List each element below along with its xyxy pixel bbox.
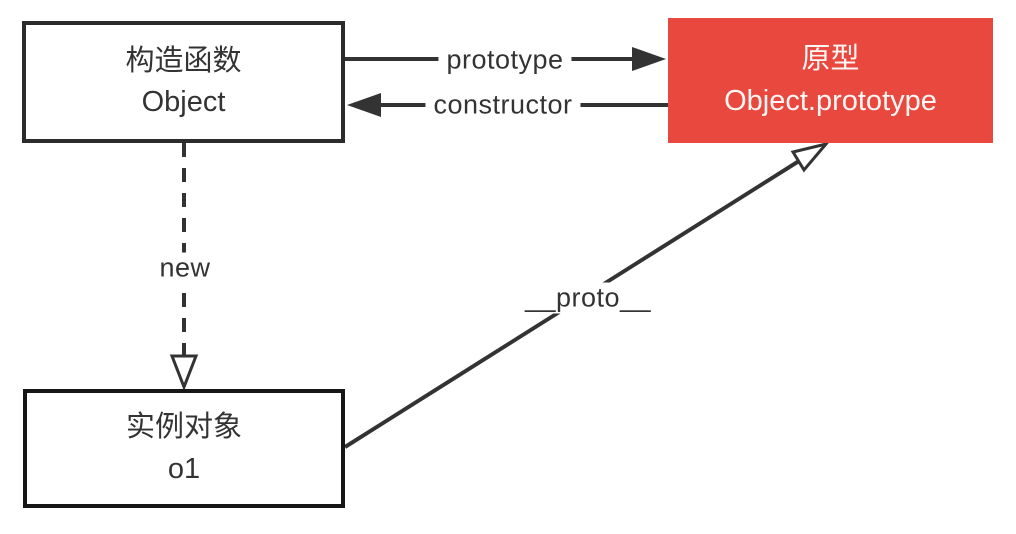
- new-arrow: [169, 143, 199, 392]
- proto-arrowhead-icon: [790, 141, 831, 173]
- instance-box-subtitle: o1: [167, 452, 201, 485]
- instance-box: 实例对象 o1: [23, 389, 345, 508]
- prototype-box: 原型 Object.prototype: [668, 18, 993, 143]
- constructor-box-subtitle: Object: [141, 86, 226, 118]
- new-arrowhead-icon: [169, 354, 199, 392]
- new-edge-label: new: [149, 252, 221, 284]
- prototype-box-subtitle: Object.prototype: [724, 84, 937, 117]
- prototype-edge-label: prototype: [438, 44, 572, 76]
- constructor-arrowhead-icon: [347, 93, 381, 117]
- constructor-edge-label: constructor: [425, 89, 581, 121]
- constructor-box: 构造函数 Object: [22, 21, 345, 143]
- prototype-box-title: 原型: [801, 43, 860, 76]
- constructor-box-title: 构造函数: [125, 44, 242, 77]
- proto-edge-label: __proto__: [518, 282, 658, 314]
- prototype-arrowhead-icon: [632, 47, 666, 71]
- instance-box-title: 实例对象: [125, 411, 242, 444]
